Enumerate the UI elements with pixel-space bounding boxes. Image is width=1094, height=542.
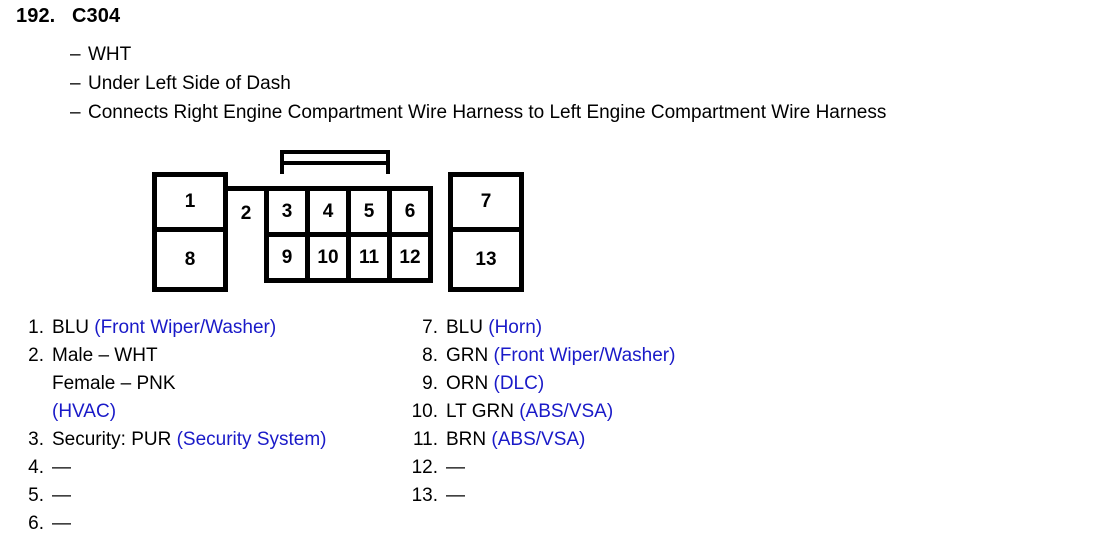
- pin-wire-color: —: [446, 457, 465, 478]
- pin-list-item: 8.GRN (Front Wiper/Washer): [405, 342, 675, 370]
- connector-index-number: 192.: [16, 5, 56, 27]
- pin-list-item: 13. —: [405, 482, 675, 510]
- connector-id: C304: [72, 5, 121, 27]
- pin-circuit-label: —: [44, 510, 71, 538]
- pin-cell-5: 5: [346, 186, 392, 237]
- description-line: –Under Left Side of Dash: [70, 69, 886, 98]
- pin-number: 3.: [28, 429, 44, 450]
- pin-cell-9: 9: [264, 232, 310, 283]
- pin-circuit-label: BLU (Horn): [438, 314, 542, 342]
- pin-circuit-label: ORN (DLC): [438, 370, 544, 398]
- pin-circuit-label: —: [438, 482, 465, 510]
- description-text: WHT: [88, 44, 132, 65]
- pin-circuit-label: BLU (Front Wiper/Washer): [44, 314, 276, 342]
- pin-number: 1.: [28, 317, 44, 338]
- pin-list-item: 12. —: [405, 454, 675, 482]
- pin-wire-color: —: [52, 457, 71, 478]
- pin-cell-2: 2: [223, 186, 269, 237]
- pin-list-item: 2. Male – WHT: [18, 342, 327, 370]
- pin-number: 7.: [422, 317, 438, 338]
- page-title: 192. C304: [16, 5, 120, 28]
- description-text: Connects Right Engine Compartment Wire H…: [88, 102, 887, 123]
- pin-wire-color: Male – WHT: [52, 345, 158, 366]
- bullet-dash-icon: –: [70, 102, 81, 123]
- pin-number: 8.: [422, 345, 438, 366]
- pin-list-item: 5. —: [18, 482, 327, 510]
- pin-circuit-label: LT GRN (ABS/VSA): [438, 398, 613, 426]
- pin-wire-color: BLU: [446, 317, 489, 338]
- description-line: –Connects Right Engine Compartment Wire …: [70, 98, 886, 127]
- pin-number: 4.: [28, 457, 44, 478]
- pin-circuit-note: (Security System): [176, 429, 327, 450]
- description-line: –WHT: [70, 40, 886, 69]
- pin-list-item: 1.BLU (Front Wiper/Washer): [18, 314, 327, 342]
- pin-number: 2.: [28, 345, 44, 366]
- pin-circuit-label: Male – WHT: [44, 342, 158, 370]
- pin-circuit-note: (DLC): [493, 373, 545, 394]
- pin-wire-color: —: [52, 485, 71, 506]
- pin-number: 9.: [422, 373, 438, 394]
- pin-number: 12.: [411, 457, 438, 478]
- pin-circuit-note: (Front Wiper/Washer): [493, 345, 676, 366]
- pin-list-right-column: 7.BLU (Horn)8.GRN (Front Wiper/Washer)9.…: [405, 314, 676, 510]
- pin-cell-4: 4: [305, 186, 351, 237]
- pin-list-item: 3.Security: PUR (Security System): [18, 426, 327, 454]
- pin-wire-color: BRN: [446, 429, 492, 450]
- pin-cell-10: 10: [305, 232, 351, 283]
- pin-wire-color: —: [52, 513, 71, 534]
- pin-wire-color: LT GRN: [446, 401, 520, 422]
- connector-description-list: –WHT–Under Left Side of Dash–Connects Ri…: [70, 40, 886, 127]
- pin-cell-13: 13: [475, 248, 497, 270]
- pin-circuit-label: Security: PUR (Security System): [44, 426, 327, 454]
- pin-circuit-label: —: [44, 482, 71, 510]
- pin-circuit-label: —: [438, 454, 465, 482]
- pin-wire-color: GRN: [446, 345, 494, 366]
- pin-number: 10.: [411, 401, 438, 422]
- bullet-dash-icon: –: [70, 73, 81, 94]
- pin-wire-color: ORN: [446, 373, 494, 394]
- bullet-dash-icon: –: [70, 44, 81, 65]
- pin-circuit-label: —: [44, 454, 71, 482]
- pin-list-item: 11.BRN (ABS/VSA): [405, 426, 675, 454]
- pin-cell-12: 12: [387, 232, 433, 283]
- pin-number: 5.: [28, 485, 44, 506]
- pin-number: 11.: [412, 429, 438, 450]
- pin-circuit-note: (Front Wiper/Washer): [94, 317, 277, 338]
- pin-cell-6: 6: [387, 186, 433, 237]
- pin-list-item: 7.BLU (Horn): [405, 314, 675, 342]
- pin-wire-color: —: [446, 485, 465, 506]
- pin-wire-color: BLU: [52, 317, 95, 338]
- pin-block-left: 1 8: [152, 172, 228, 292]
- pin-circuit-note: (ABS/VSA): [491, 429, 586, 450]
- pin-cell-11: 11: [346, 232, 392, 283]
- pin-cell-3: 3: [264, 186, 310, 237]
- pin-circuit-note: (Horn): [488, 317, 543, 338]
- description-text: Under Left Side of Dash: [88, 73, 291, 94]
- pin-circuit-label: GRN (Front Wiper/Washer): [438, 342, 675, 370]
- pin-sub-line: (HVAC): [52, 401, 117, 422]
- locking-tab-divider-line: [280, 161, 390, 165]
- pin-number: 6.: [28, 513, 44, 534]
- pin-cell-8: 8: [184, 248, 196, 270]
- pin-sub-line: Female – PNK: [52, 373, 176, 394]
- pin-list-item: 4. —: [18, 454, 327, 482]
- pin-list-item: 9.ORN (DLC): [405, 370, 675, 398]
- pin-list-item: 10.LT GRN (ABS/VSA): [405, 398, 675, 426]
- pin-block-right: 7 13: [448, 172, 524, 292]
- pin-cell-7: 7: [453, 177, 519, 232]
- pin-cell-1: 1: [157, 177, 223, 232]
- pin-circuit-label: BRN (ABS/VSA): [438, 426, 585, 454]
- pin-circuit-note: (ABS/VSA): [519, 401, 614, 422]
- pin-wire-color: Security: PUR: [52, 429, 177, 450]
- pin-list-item: 6. —: [18, 510, 327, 538]
- pin-number: 13.: [411, 485, 438, 506]
